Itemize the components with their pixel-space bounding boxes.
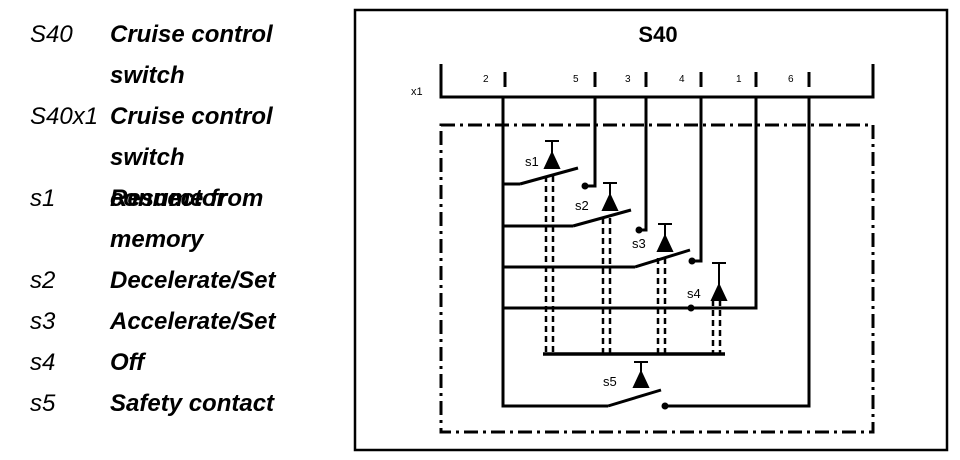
pushbutton-icon bbox=[710, 262, 728, 301]
legend-code: s1 bbox=[30, 185, 56, 212]
legend-item: s3 Accelerate/Set bbox=[20, 301, 350, 342]
switch-label-s3: s3 bbox=[632, 236, 646, 251]
legend-item: s1 Resume from memory bbox=[20, 178, 350, 253]
legend-item: s4 Off bbox=[20, 342, 350, 383]
pin-label-2: 2 bbox=[483, 74, 489, 85]
legend-desc: Decelerate/Set bbox=[110, 267, 276, 294]
connector-pins bbox=[503, 72, 811, 87]
mechanical-linkage bbox=[544, 176, 722, 354]
pin-label-1: 1 bbox=[736, 74, 742, 85]
legend-desc: Cruise control switch bbox=[110, 21, 273, 89]
pushbutton-icon bbox=[656, 223, 674, 252]
legend-code: s4 bbox=[30, 349, 56, 376]
legend-code: S40 bbox=[30, 21, 73, 48]
contact-points bbox=[581, 182, 696, 410]
pin-label-3: 3 bbox=[625, 74, 631, 85]
legend-code: s2 bbox=[30, 267, 56, 294]
circuit-diagram: S40 x1 2 5 3 4 1 6 bbox=[353, 8, 949, 452]
legend-desc: Cruise control switch connector bbox=[110, 103, 273, 212]
legend: S40 Cruise control switch S40x1 Cruise c… bbox=[20, 14, 350, 424]
legend-desc: Accelerate/Set bbox=[110, 308, 276, 335]
legend-item: S40 Cruise control switch bbox=[20, 14, 350, 89]
legend-code: S40x1 bbox=[30, 103, 99, 130]
legend-item: S40x1 Cruise control switch connector bbox=[20, 96, 350, 212]
legend-item: s5 Safety contact bbox=[20, 383, 350, 424]
switch-housing bbox=[439, 123, 875, 434]
pushbutton-icon bbox=[601, 182, 619, 211]
legend-code: s3 bbox=[30, 308, 56, 335]
legend-code: s5 bbox=[30, 390, 56, 417]
switch-label-s2: s2 bbox=[575, 198, 589, 213]
switch-label-s4: s4 bbox=[687, 286, 701, 301]
legend-desc: Safety contact bbox=[110, 390, 275, 417]
pin-label-6: 6 bbox=[788, 74, 794, 85]
pushbutton-icon bbox=[632, 361, 650, 388]
legend-desc: Resume from memory bbox=[110, 185, 264, 253]
pushbutton-icon bbox=[543, 140, 561, 169]
pin-label-4: 4 bbox=[679, 74, 685, 85]
legend-item: s2 Decelerate/Set bbox=[20, 260, 350, 301]
switch-label-s1: s1 bbox=[525, 154, 539, 169]
legend-desc: Off bbox=[110, 349, 145, 376]
connector-x1 bbox=[439, 64, 875, 99]
pin-label-5: 5 bbox=[573, 74, 579, 85]
connector-label: x1 bbox=[411, 86, 423, 98]
diagram-title: S40 bbox=[638, 22, 677, 47]
diagram-frame bbox=[353, 8, 949, 452]
switch-label-s5: s5 bbox=[603, 374, 617, 389]
wiring bbox=[501, 97, 811, 408]
